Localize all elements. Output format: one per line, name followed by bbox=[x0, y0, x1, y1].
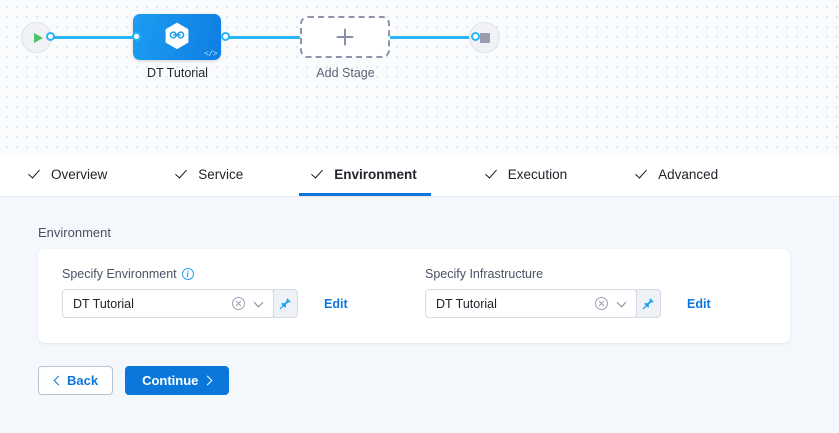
check-icon bbox=[637, 168, 650, 181]
pin-icon bbox=[642, 298, 654, 310]
specify-infrastructure-row: DT Tutorial Edit bbox=[425, 289, 711, 318]
specify-environment-label: Specify Environment bbox=[62, 267, 177, 281]
stop-square-icon bbox=[479, 32, 490, 43]
plus-icon-vertical bbox=[344, 28, 346, 46]
back-button-label: Back bbox=[67, 373, 99, 388]
environment-tab-content: Environment Specify Environment i DT Tut… bbox=[0, 197, 839, 433]
start-node-output-port[interactable] bbox=[46, 32, 55, 41]
stage-output-port[interactable] bbox=[221, 32, 230, 41]
specify-environment-label-row: Specify Environment i bbox=[62, 267, 348, 281]
stage-code-badge-icon: </> bbox=[204, 50, 217, 59]
environment-edit-link[interactable]: Edit bbox=[324, 296, 348, 311]
tab-environment[interactable]: Environment bbox=[299, 155, 431, 196]
tab-execution[interactable]: Execution bbox=[473, 155, 581, 196]
wizard-button-row: Back Continue bbox=[38, 366, 230, 395]
tab-environment-label: Environment bbox=[334, 166, 417, 182]
check-icon bbox=[177, 168, 190, 181]
check-icon bbox=[487, 168, 500, 181]
back-button[interactable]: Back bbox=[38, 366, 114, 395]
section-title: Environment bbox=[38, 225, 111, 240]
tab-service[interactable]: Service bbox=[163, 155, 257, 196]
environment-select[interactable]: DT Tutorial bbox=[62, 289, 274, 318]
infrastructure-edit-link[interactable]: Edit bbox=[687, 296, 711, 311]
connector-stage-to-addstage bbox=[225, 36, 305, 39]
tab-advanced-label: Advanced bbox=[658, 166, 719, 182]
tab-overview-label: Overview bbox=[51, 166, 108, 182]
specify-infrastructure-label: Specify Infrastructure bbox=[425, 267, 544, 281]
stage-label: DT Tutorial bbox=[147, 66, 208, 80]
harness-hexagon-icon bbox=[165, 22, 189, 50]
tab-overview[interactable]: Overview bbox=[16, 155, 121, 196]
tab-advanced[interactable]: Advanced bbox=[623, 155, 732, 196]
clear-circle-icon[interactable] bbox=[595, 297, 608, 310]
stage-input-port[interactable] bbox=[132, 32, 141, 41]
add-stage-label: Add Stage bbox=[316, 66, 375, 80]
tab-execution-label: Execution bbox=[507, 166, 568, 182]
continue-button[interactable]: Continue bbox=[125, 366, 230, 395]
pin-icon bbox=[279, 298, 291, 310]
stage-tab-bar: Overview Service Environment Execution A… bbox=[0, 155, 839, 197]
clear-circle-icon[interactable] bbox=[232, 297, 245, 310]
infrastructure-select[interactable]: DT Tutorial bbox=[425, 289, 637, 318]
continue-button-label: Continue bbox=[142, 373, 199, 388]
pipeline-canvas[interactable]: </> DT Tutorial Add Stage bbox=[0, 0, 839, 155]
infrastructure-select-value: DT Tutorial bbox=[436, 296, 497, 311]
add-stage-button[interactable] bbox=[300, 16, 390, 58]
play-icon bbox=[33, 32, 43, 43]
environment-select-value: DT Tutorial bbox=[73, 296, 134, 311]
chevron-right-icon bbox=[204, 377, 212, 385]
check-icon bbox=[30, 168, 43, 181]
tab-service-label: Service bbox=[198, 166, 244, 182]
info-icon[interactable]: i bbox=[181, 268, 194, 280]
field-group-environment: Specify Environment i DT Tutorial Edit bbox=[62, 267, 348, 318]
chevron-down-icon[interactable] bbox=[617, 299, 626, 308]
environment-pin-button[interactable] bbox=[273, 289, 298, 318]
chevron-down-icon[interactable] bbox=[254, 299, 263, 308]
environment-card: Specify Environment i DT Tutorial Edit bbox=[38, 249, 790, 343]
connector-start-to-stage bbox=[44, 36, 139, 39]
end-node-input-port[interactable] bbox=[471, 32, 480, 41]
chevron-left-icon bbox=[53, 377, 61, 385]
field-group-infrastructure: Specify Infrastructure DT Tutorial Edit bbox=[425, 267, 711, 318]
connector-addstage-to-end bbox=[389, 36, 479, 39]
specify-environment-row: DT Tutorial Edit bbox=[62, 289, 348, 318]
infrastructure-pin-button[interactable] bbox=[636, 289, 661, 318]
stage-node-dt-tutorial[interactable]: </> bbox=[133, 14, 221, 60]
specify-infrastructure-label-row: Specify Infrastructure bbox=[425, 267, 711, 281]
check-icon bbox=[313, 168, 326, 181]
